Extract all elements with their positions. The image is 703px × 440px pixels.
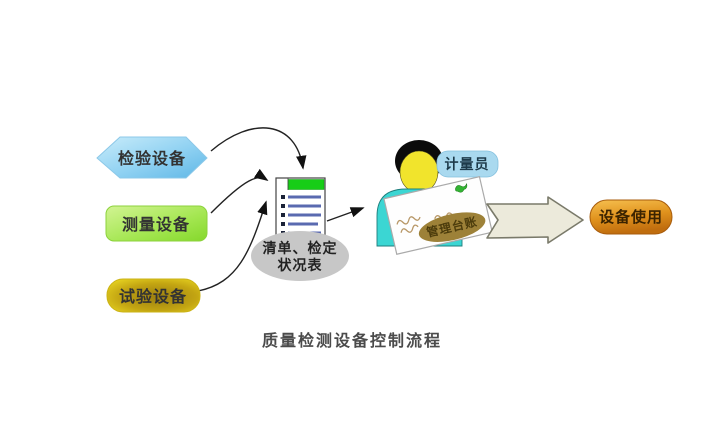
connector-arrows: [197, 127, 365, 292]
checklist-label-line1: 清单、检定: [263, 240, 338, 256]
checklist-icon: [275, 177, 326, 239]
measurement-equipment-label: 测量设备: [122, 215, 190, 234]
arrow-inspection-to-checklist: [210, 127, 307, 170]
inspection-equipment-label: 检验设备: [118, 149, 186, 168]
measurement-equipment-box: [105, 205, 208, 242]
ledger-paper-group: 管理台账: [383, 175, 493, 255]
arrow-measurement-to-checklist: [210, 168, 269, 214]
checklist-header-bar: [287, 179, 325, 190]
equipment-usage-stadium: [589, 199, 673, 235]
stamp-icon: [455, 182, 468, 193]
diagram-caption: 质量检测设备控制流程: [262, 331, 442, 350]
person-face: [399, 150, 439, 194]
test-equipment-stadium: [106, 278, 201, 313]
arrow-test-to-checklist: [197, 200, 268, 292]
ledger-label-blob: [418, 212, 486, 242]
big-flow-arrow: [486, 196, 584, 244]
checklist-callout-ellipse: [251, 231, 349, 281]
arrow-checklist-to-operator: [326, 207, 365, 222]
operator-tag: [436, 150, 499, 178]
inspection-equipment-hexagon: [96, 136, 208, 179]
test-equipment-label: 试验设备: [119, 287, 187, 306]
operator-label: 计量员: [445, 156, 490, 172]
checklist-label-line2: 状况表: [278, 257, 323, 273]
equipment-usage-label: 设备使用: [599, 208, 663, 226]
